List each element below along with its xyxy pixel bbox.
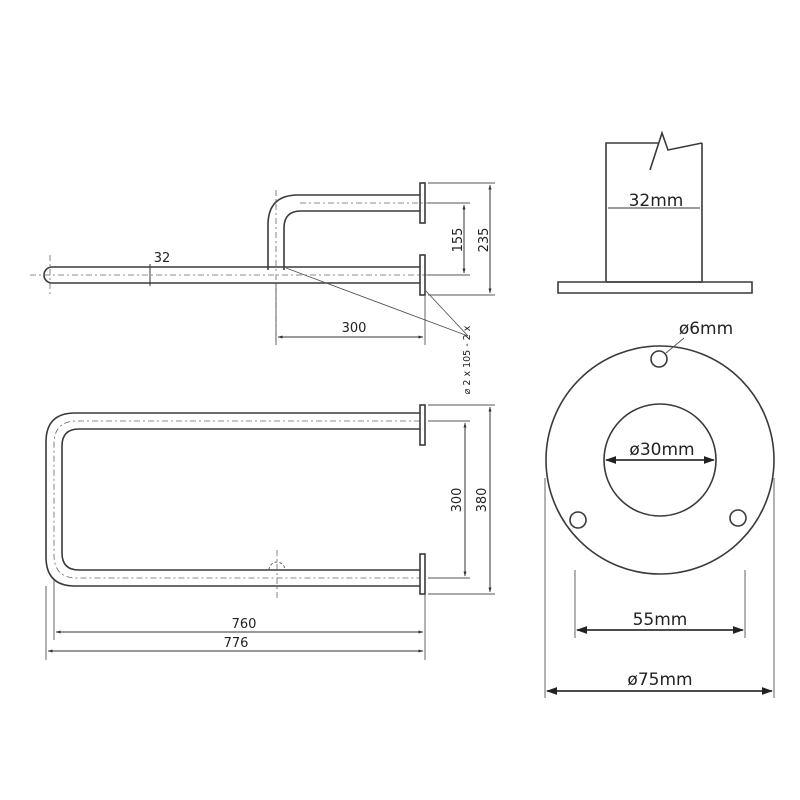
hole-spacing-label: 55mm — [633, 610, 688, 630]
bore-label: ø30mm — [629, 440, 694, 460]
side-view — [30, 182, 495, 345]
flange-view — [544, 337, 775, 698]
screw-hole-label: ø6mm — [679, 319, 733, 339]
projection-label: 300 — [342, 321, 367, 336]
inner-height-label: 300 — [450, 488, 465, 513]
top-view — [45, 404, 495, 660]
total-height-label: 380 — [475, 488, 490, 513]
offset-total-label: 235 — [477, 228, 492, 253]
fixing-label: ⌀ 2 x 105 - 2 x — [462, 325, 473, 394]
tube-width-label: 32mm — [629, 191, 684, 211]
inner-length-label: 760 — [232, 617, 257, 632]
total-length-label: 776 — [224, 636, 249, 651]
tube-diameter-label: 32 — [154, 251, 171, 266]
tube-section-view — [557, 130, 753, 294]
offset-inner-label: 155 — [451, 228, 466, 253]
outer-diameter-label: ø75mm — [627, 670, 692, 690]
